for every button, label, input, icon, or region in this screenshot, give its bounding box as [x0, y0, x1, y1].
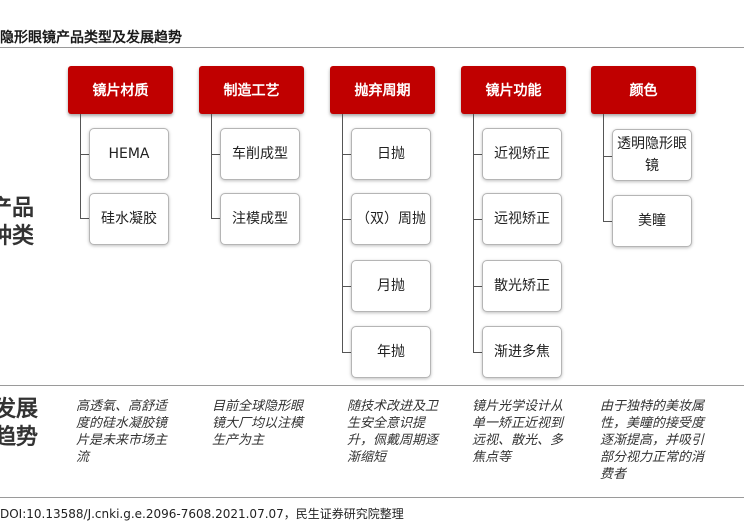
item-monthly: 月抛: [351, 260, 431, 312]
bottom-divider: [0, 497, 744, 498]
header-lens-function: 镜片功能: [461, 66, 566, 114]
connector-horizontal: [211, 154, 220, 155]
header-replacement-cycle: 抛弃周期: [330, 66, 435, 114]
item-lathe-cut: 车削成型: [220, 128, 300, 180]
connector-horizontal: [473, 219, 482, 220]
item-astigmatism-correction: 散光矫正: [482, 260, 562, 312]
trend-lens-function: 镜片光学设计从单一矫正近视到远视、散光、多焦点等: [472, 399, 564, 465]
connector-horizontal: [80, 218, 89, 219]
connector-vertical: [603, 114, 604, 221]
connector-vertical: [342, 114, 343, 353]
trend-lens-material: 高透氧、高舒适度的硅水凝胶镜片是未来市场主流: [76, 399, 168, 465]
trend-color: 由于独特的美妆属性，美瞳的接受度逐渐提高，并吸引部分视力正常的消费者: [600, 399, 705, 482]
item-hema: HEMA: [89, 128, 169, 180]
connector-vertical: [80, 114, 81, 218]
header-lens-material: 镜片材质: [68, 66, 173, 114]
connector-horizontal: [211, 218, 220, 219]
connector-vertical: [211, 114, 212, 218]
header-color: 颜色: [591, 66, 696, 114]
side-label-trend-top: 发展: [0, 397, 39, 422]
connector-horizontal: [342, 286, 351, 287]
side-label-products-top: 产品: [0, 196, 35, 221]
item-clear-contact-lens: 透明隐形眼镜: [612, 129, 692, 181]
side-label-products-bottom: 种类: [0, 224, 35, 249]
connector-horizontal: [473, 286, 482, 287]
title-divider: [0, 47, 744, 48]
item-myopia-correction: 近视矫正: [482, 128, 562, 180]
item-daily: 日抛: [351, 128, 431, 180]
connector-horizontal: [342, 154, 351, 155]
source-note: DOI:10.13588/J.cnki.g.e.2096-7608.2021.0…: [0, 507, 404, 521]
item-hyperopia-correction: 远视矫正: [482, 193, 562, 245]
item-progressive-multifocal: 渐进多焦: [482, 326, 562, 378]
connector-horizontal: [473, 352, 482, 353]
item-silicone-hydrogel: 硅水凝胶: [89, 193, 169, 245]
connector-horizontal: [80, 154, 89, 155]
item-yearly: 年抛: [351, 326, 431, 378]
item-colored-lens: 美瞳: [612, 195, 692, 247]
connector-horizontal: [603, 156, 612, 157]
trend-manufacturing: 目前全球隐形眼镜大厂均以注模生产为主: [212, 399, 304, 448]
page-title: 隐形眼镜产品类型及发展趋势: [0, 30, 182, 46]
connector-vertical: [473, 114, 474, 353]
connector-horizontal: [342, 352, 351, 353]
connector-horizontal: [603, 221, 612, 222]
connector-horizontal: [342, 219, 351, 220]
trend-replacement-cycle: 随技术改进及卫生安全意识提升，佩戴周期逐渐缩短: [347, 399, 439, 465]
connector-horizontal: [473, 154, 482, 155]
item-biweekly: （双）周抛: [351, 193, 431, 245]
item-cast-molding: 注模成型: [220, 193, 300, 245]
section-divider: [0, 385, 744, 386]
header-manufacturing: 制造工艺: [199, 66, 304, 114]
side-label-trend-bottom: 趋势: [0, 425, 39, 450]
